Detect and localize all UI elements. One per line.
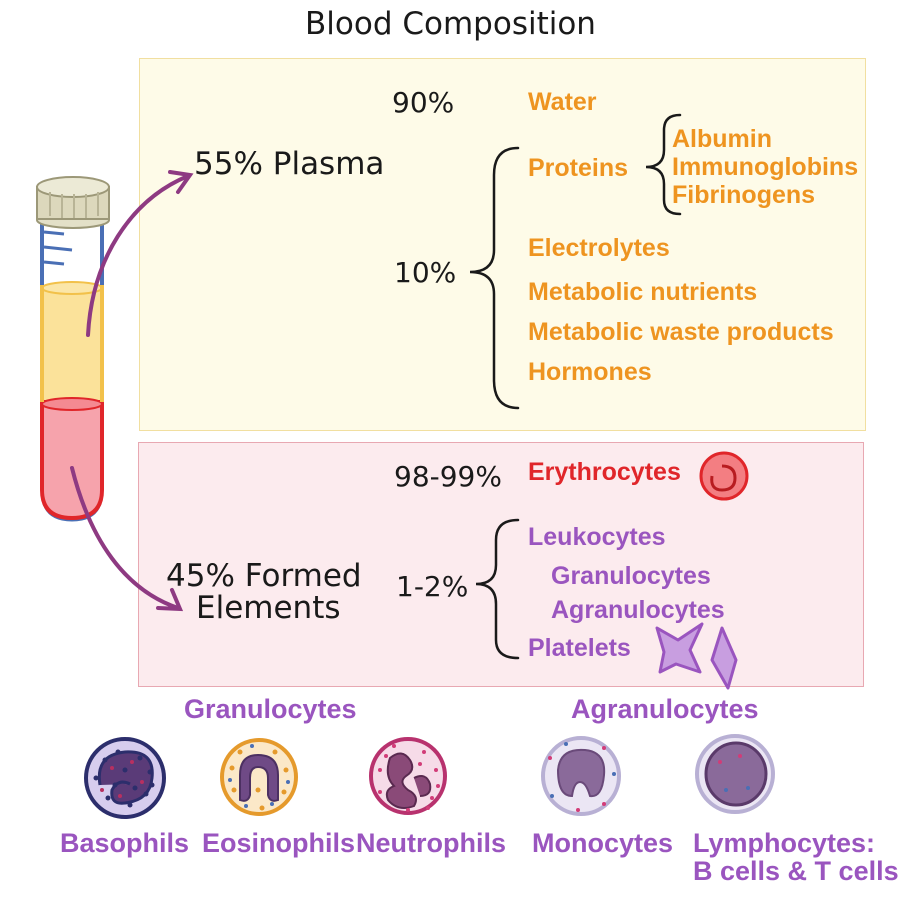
metabolic-waste-label: Metabolic waste products (528, 318, 834, 346)
plasma-brace-icon (469, 146, 520, 410)
leukocytes-label: Leukocytes (528, 523, 666, 551)
formed-elements-arrow-icon (70, 466, 184, 612)
hormones-label: Hormones (528, 358, 652, 386)
page-title: Blood Composition (305, 6, 596, 42)
formed-label-line1: 45% Formed (166, 558, 362, 594)
electrolytes-label: Electrolytes (528, 234, 670, 262)
basophils-label: Basophils (60, 828, 190, 858)
lymphocyte-icon (695, 734, 775, 814)
agranulocytes-label: Agranulocytes (551, 596, 725, 624)
plasma-box (139, 58, 866, 431)
granulocytes-label: Granulocytes (551, 562, 711, 590)
granulocytes-header: Granulocytes (184, 694, 357, 724)
test-tube-icon (36, 176, 110, 522)
monocyte-icon (541, 736, 621, 816)
erythrocytes-label: Erythrocytes (528, 458, 681, 486)
protein-albumin: Albumin (672, 125, 772, 153)
plasma-arrow-icon (86, 170, 194, 337)
basophil-icon (84, 737, 166, 819)
eosinophil-icon (220, 738, 298, 816)
formed-brace-icon (475, 518, 520, 660)
agranulocytes-header: Agranulocytes (571, 694, 759, 724)
metabolic-nutrients-label: Metabolic nutrients (528, 278, 758, 306)
monocytes-label: Monocytes (532, 828, 674, 858)
proteins-label: Proteins (528, 154, 629, 182)
formed-label-line2: Elements (196, 590, 341, 626)
lymphocytes-label-line2: B cells & T cells (693, 856, 899, 886)
platelets-label: Platelets (528, 634, 631, 662)
erythrocyte-percent: 98-99% (394, 460, 502, 493)
neutrophil-icon (369, 737, 447, 815)
neutrophils-label: Neutrophils (356, 828, 507, 858)
proteins-brace-icon (645, 113, 682, 216)
water-percent: 90% (392, 86, 455, 119)
water-label: Water (528, 88, 597, 116)
formed-other-percent: 1-2% (396, 570, 469, 603)
erythrocyte-icon (699, 451, 749, 501)
protein-immunoglobins: Immunoglobins (672, 153, 859, 181)
platelet-icon (655, 622, 738, 690)
lymphocytes-label-line1: Lymphocytes: (693, 828, 876, 858)
plasma-label: 55% Plasma (194, 146, 385, 182)
eosinophils-label: Eosinophils (202, 828, 356, 858)
plasma-other-percent: 10% (394, 256, 457, 289)
protein-fibrinogens: Fibrinogens (672, 181, 816, 209)
